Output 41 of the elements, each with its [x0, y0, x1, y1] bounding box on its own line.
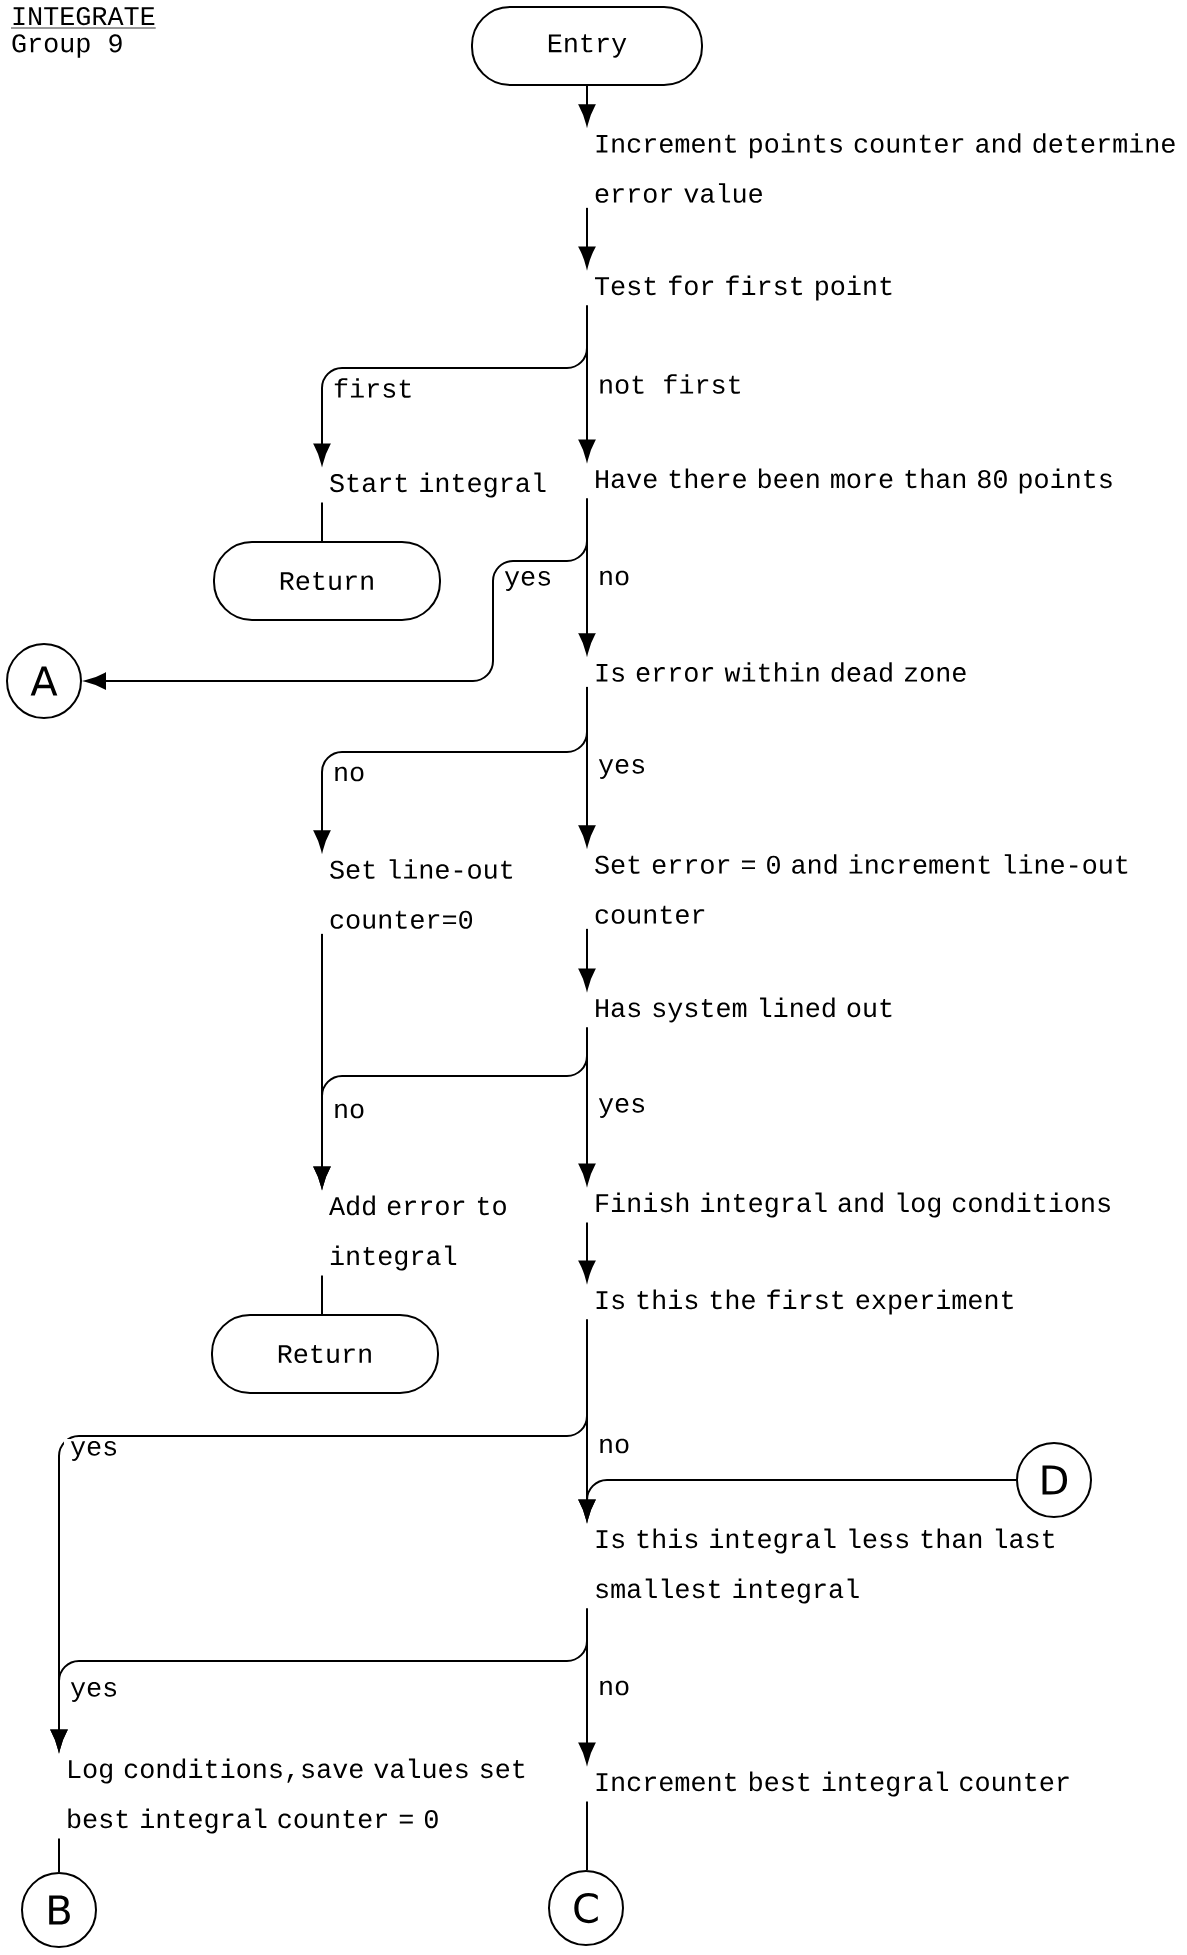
arrow [578, 304, 596, 461]
step-text: Add error to integral [329, 1195, 506, 1271]
arrow [578, 927, 596, 990]
arrow [578, 1479, 1017, 1521]
edge-label: yes [64, 1680, 125, 1704]
step-text: Is this the first experiment [596, 1289, 1013, 1315]
step-text: Set line-out counter=0 [330, 859, 512, 929]
edge-label: no [327, 1101, 372, 1121]
edge-label: yes [64, 1439, 125, 1463]
arrow [578, 1607, 596, 1764]
terminal-box: Return [213, 541, 441, 621]
terminal-box: Return [211, 1314, 439, 1394]
arrow [578, 85, 596, 126]
step-text: Is error within dead zone [596, 662, 966, 682]
step-text: Start integral [330, 472, 546, 498]
arrow [578, 497, 596, 654]
step-text: Log conditions,save values set best integral counter = 0 [68, 1758, 525, 1834]
edge-label: no [592, 1678, 637, 1698]
group-label: Group 9 [12, 34, 122, 58]
step-text: Increment points counter and determine error value [595, 133, 1175, 203]
edge-label: no [592, 568, 637, 588]
step-text: Has system lined out [596, 997, 892, 1023]
arrow [578, 685, 596, 847]
edge-label: not first [592, 372, 749, 396]
edge-label: yes [498, 569, 559, 593]
edge-label: yes [592, 1096, 653, 1120]
step-text: Increment best integral counter [596, 1771, 1069, 1797]
arrow [578, 1026, 596, 1185]
arrow [578, 1221, 596, 1282]
step-text: Finish integral and log conditions [596, 1192, 1110, 1218]
step-text: Is this integral less than last smallest integral [596, 1528, 1054, 1604]
heading: INTEGRATE [10, 7, 157, 29]
edge-label: first [327, 376, 420, 400]
edge-label: no [327, 764, 372, 784]
edge-label: yes [592, 757, 653, 781]
terminal-box: Entry [471, 6, 703, 86]
step-text: Set error = 0 and increment line-out counter [595, 854, 1128, 924]
step-text: Have there been more than 80 points [596, 468, 1112, 494]
edge-label: no [592, 1436, 637, 1456]
step-text: Test for first point [595, 275, 892, 301]
arrow [578, 206, 596, 268]
